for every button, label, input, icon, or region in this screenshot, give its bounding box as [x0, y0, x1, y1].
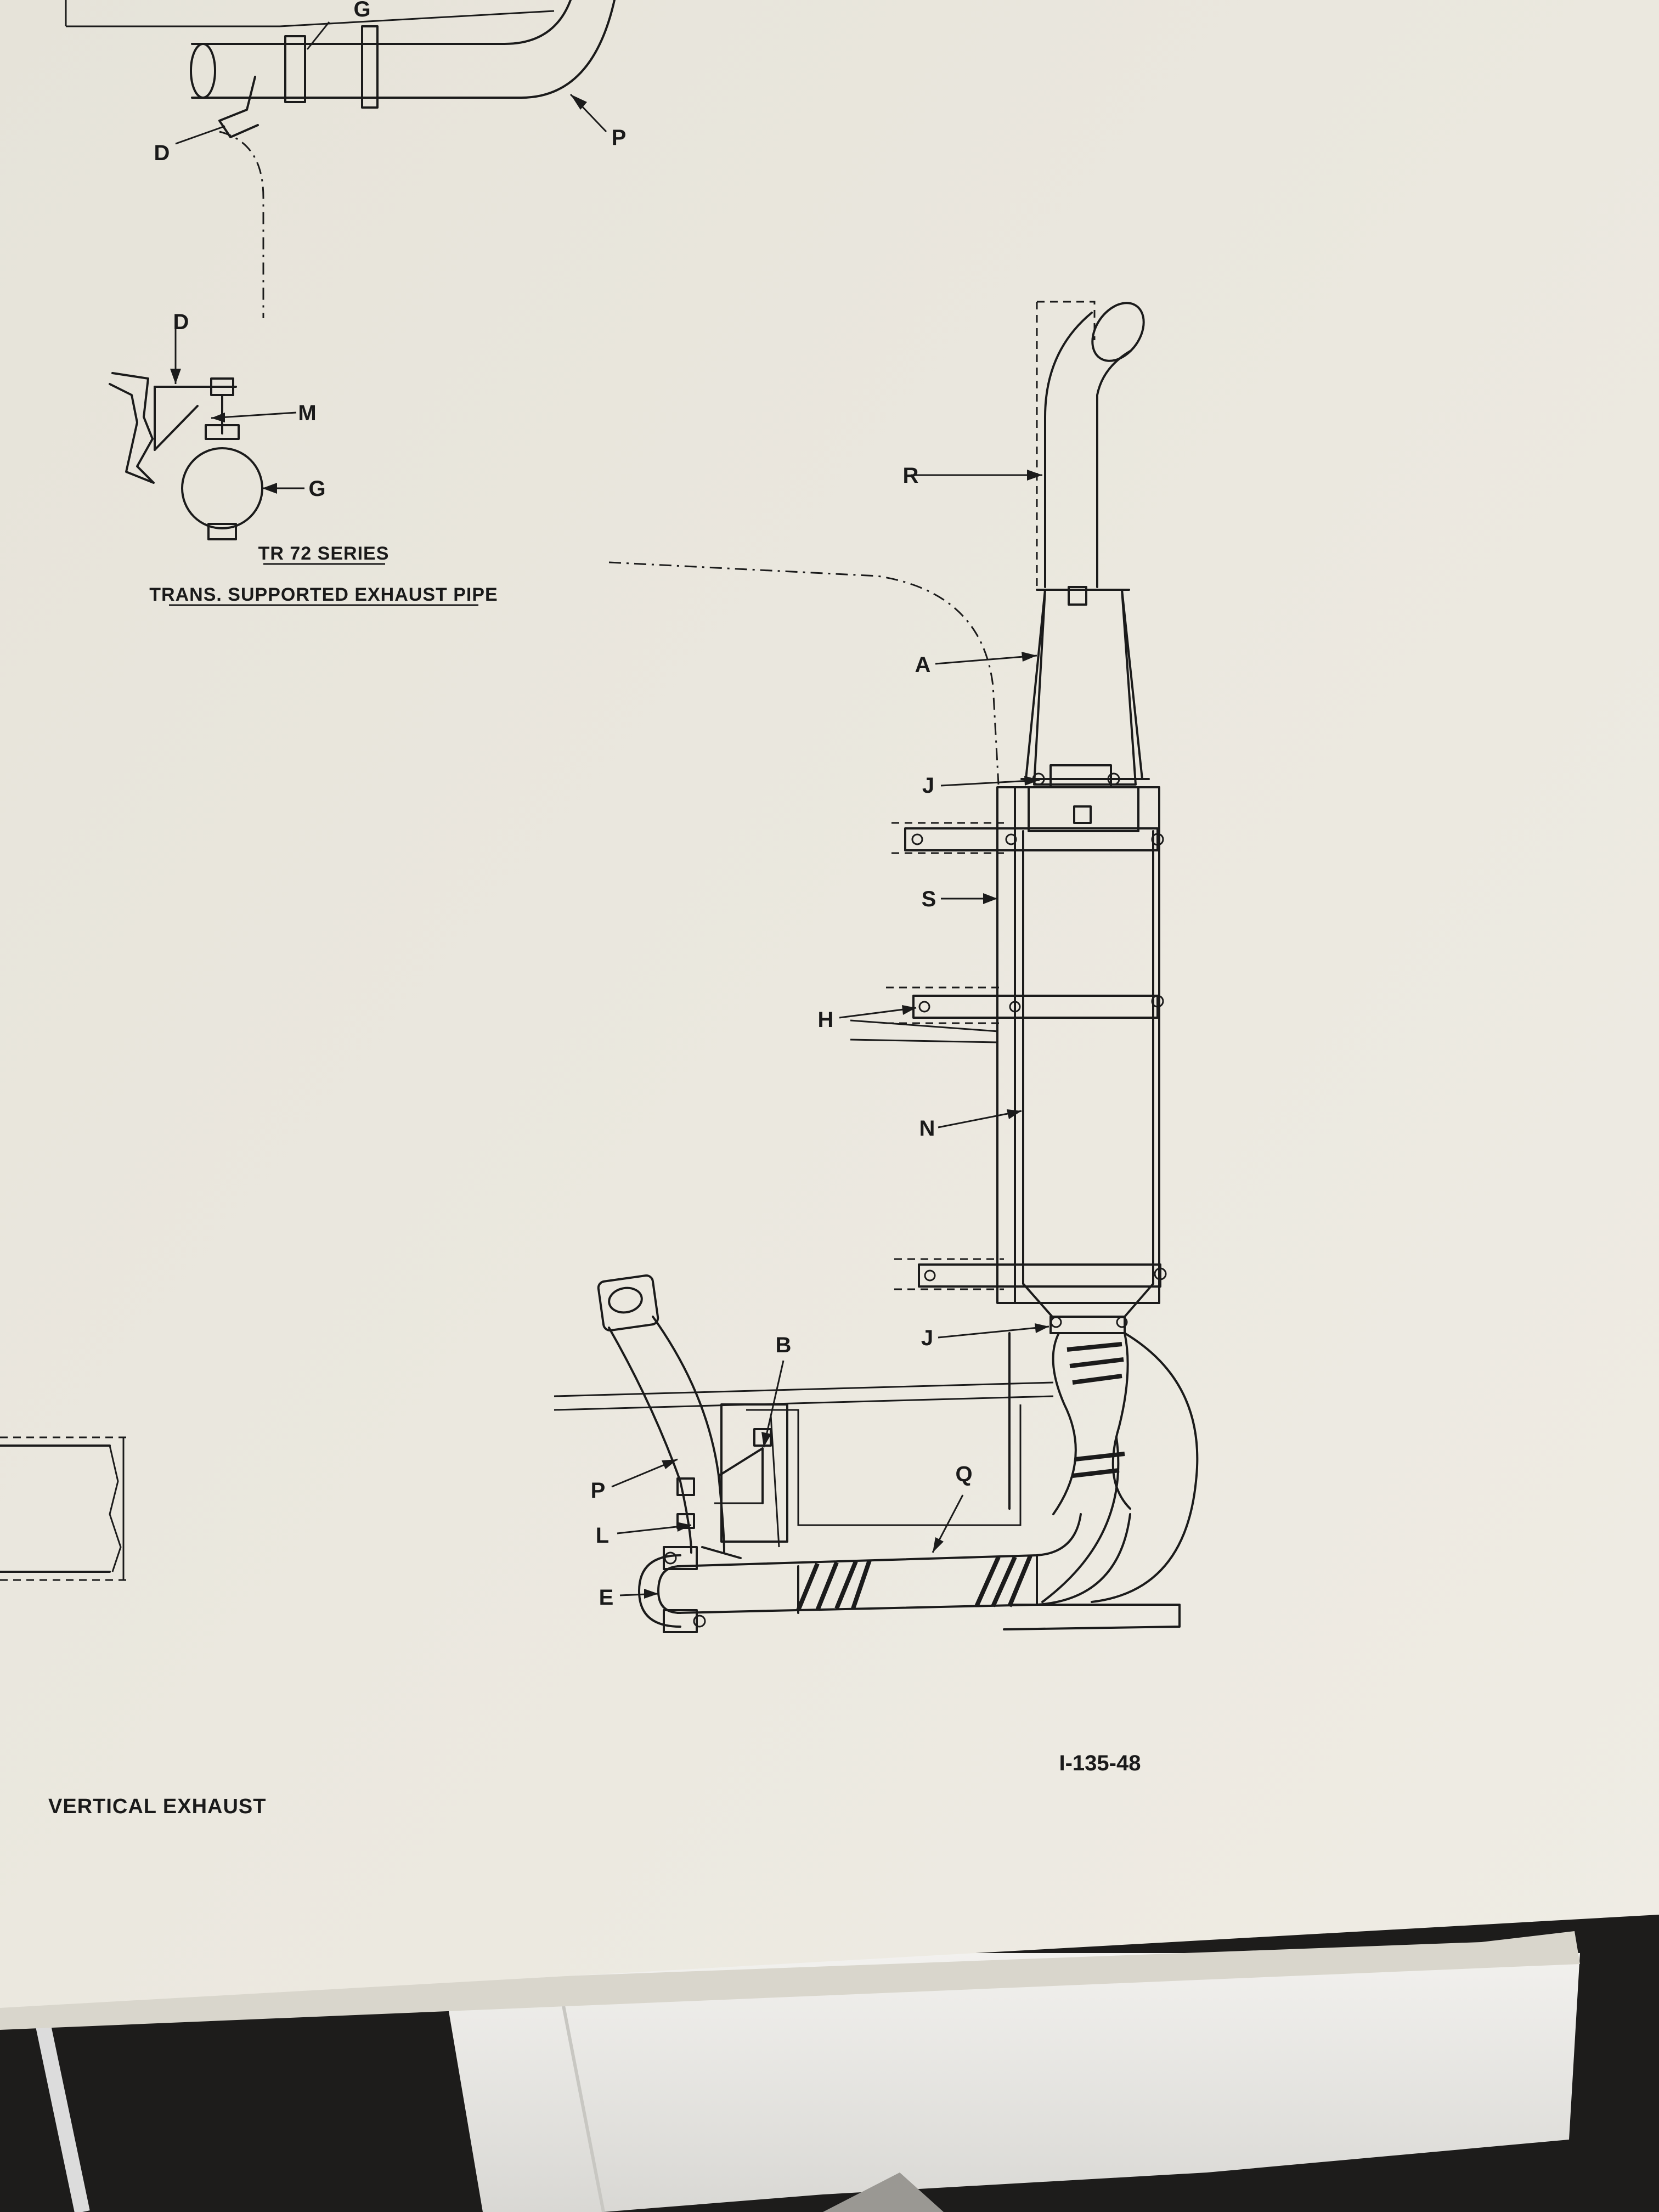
main-caption: VERTICAL EXHAUST [48, 1795, 266, 1818]
callout-j-upper: J [922, 774, 934, 798]
white-cable [31, 2001, 90, 2212]
metal-base [823, 2172, 944, 2212]
drawing-number: I-135-48 [1059, 1751, 1141, 1775]
callout-detail-m: M [298, 401, 316, 425]
lower-sheet-edge [0, 1931, 1580, 2030]
callout-b: B [776, 1333, 792, 1357]
callout-p: P [591, 1479, 606, 1503]
callout-j-lower: J [921, 1326, 933, 1350]
callout-top-p: P [612, 126, 627, 150]
detail-series-label: TR 72 SERIES [258, 543, 390, 564]
paper-sheet [0, 0, 1659, 2008]
left-partial-detail [0, 1436, 129, 1581]
callout-l: L [596, 1523, 609, 1548]
callout-r: R [903, 464, 919, 488]
tr72-bracket-detail [109, 324, 304, 540]
strap-upper [891, 822, 1164, 854]
callout-a: A [915, 653, 931, 677]
top-pipe-detail [65, 0, 616, 318]
callout-detail-d: D [173, 310, 189, 334]
tissue-paper [439, 1953, 1580, 2212]
callout-e: E [599, 1585, 614, 1610]
callout-top-g: G [353, 0, 370, 21]
callout-top-d: D [154, 141, 170, 165]
detail-caption: TRANS. SUPPORTED EXHAUST PIPE [149, 584, 498, 605]
callout-n: N [919, 1116, 935, 1141]
callout-q: Q [955, 1462, 972, 1486]
tissue-fold [558, 1985, 605, 2212]
callout-s: S [922, 887, 936, 911]
strap-middle [850, 986, 1164, 1043]
vertical-exhaust-assembly [554, 301, 1199, 1633]
callout-h: H [818, 1008, 834, 1032]
strap-lower [894, 1258, 1167, 1290]
callout-detail-g: G [308, 477, 325, 501]
